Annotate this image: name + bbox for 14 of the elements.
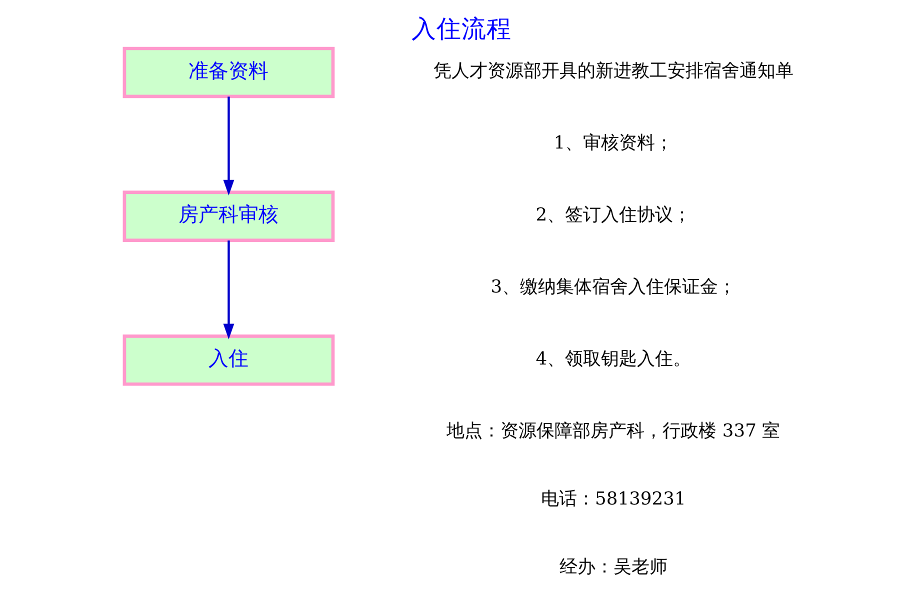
label: 电话：58139231 xyxy=(541,488,686,510)
node-box: 准备资料 xyxy=(122,46,335,98)
label: 凭人才资源部开具的新进教工安排宿舍通知单 xyxy=(433,60,794,82)
label: 地点：资源保障部房产科，行政楼 337 室 xyxy=(446,420,780,442)
label: 2、签订入住协议； xyxy=(536,204,692,226)
arrow xyxy=(223,240,234,340)
label: 1、审核资料； xyxy=(554,132,674,154)
label: 经办：吴老师 xyxy=(559,556,668,578)
diagram-title: 入住流程 xyxy=(412,14,512,43)
label: 4、领取钥匙入住。 xyxy=(536,348,692,370)
label: 3、缴纳集体宿舍入住保证金； xyxy=(490,276,736,298)
arrow xyxy=(223,96,234,196)
node-box: 入住 xyxy=(122,334,335,386)
node-box: 房产科审核 xyxy=(122,190,335,242)
